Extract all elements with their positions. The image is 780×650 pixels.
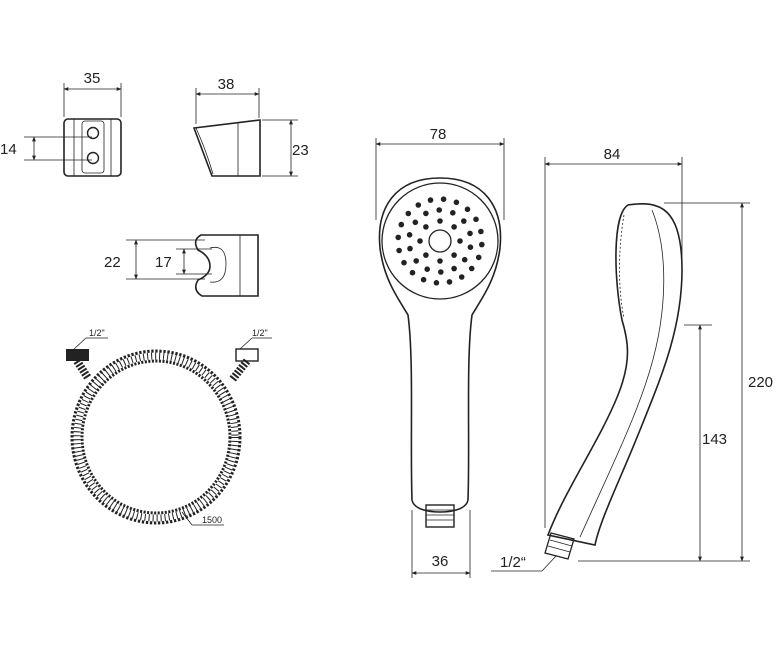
dim-clip-inner: 17 [155, 254, 172, 271]
spray-nozzles [395, 196, 485, 286]
spray-nozzle [407, 245, 413, 252]
wall-holder-front-view: 35 14 [0, 70, 122, 177]
spray-nozzle [417, 238, 423, 244]
spray-nozzle [451, 224, 457, 230]
spray-nozzle [451, 265, 457, 272]
spray-nozzle [405, 210, 412, 217]
spray-nozzle [451, 252, 457, 258]
spray-nozzle [409, 269, 416, 276]
spray-nozzle [433, 280, 440, 286]
spray-nozzle [467, 230, 473, 237]
spray-nozzle [427, 197, 434, 203]
spray-nozzle [437, 258, 443, 264]
spray-nozzle [479, 241, 485, 248]
dim-side-width: 38 [218, 76, 235, 93]
dim-total-length: 220 [748, 374, 773, 391]
spray-nozzle [437, 218, 443, 224]
dim-lower-length: 143 [702, 431, 727, 448]
clip-side-view: 22 17 [104, 234, 259, 297]
dim-side-depth: 84 [604, 146, 621, 163]
spray-nozzle [464, 206, 471, 213]
dim-side-height: 23 [292, 142, 309, 159]
spray-nozzle [406, 232, 413, 238]
spray-nozzle [446, 279, 453, 285]
spray-nozzle [436, 207, 443, 213]
spray-nozzle [401, 259, 407, 266]
shower-hose: 1/2" 1/2" 1500 [66, 328, 272, 526]
spray-nozzle [412, 219, 419, 226]
spray-nozzle [478, 228, 484, 235]
dim-hole-spacing: 14 [0, 141, 17, 158]
spray-nozzle [413, 258, 420, 264]
hose-length-label: 1500 [202, 515, 222, 525]
hose-nut-right [235, 348, 259, 362]
front-connector [425, 504, 455, 528]
hose-thread-right-label: 1/2" [252, 328, 268, 338]
spray-nozzle [468, 265, 475, 272]
dim-handle-base: 36 [432, 553, 449, 570]
spray-nozzle [398, 221, 405, 228]
wall-holder-side-view: 38 23 [192, 76, 309, 177]
spray-nozzle [440, 196, 447, 202]
spray-nozzle [438, 269, 444, 275]
dim-holder-width: 35 [84, 70, 101, 87]
hose-thread-left-label: 1/2" [89, 328, 105, 338]
spray-nozzle [461, 218, 467, 224]
spray-nozzle [458, 274, 465, 280]
hose-nut-left [66, 349, 89, 361]
spray-nozzle [457, 238, 463, 244]
side-connector [544, 532, 575, 560]
spray-nozzle [467, 244, 474, 250]
spray-nozzle [423, 210, 429, 217]
spray-nozzle [453, 199, 460, 206]
spray-nozzle [423, 252, 429, 258]
handle-thread-label: 1/2“ [500, 554, 526, 571]
spray-nozzle [450, 210, 456, 216]
hand-shower-front-view: 78 36 [375, 126, 505, 578]
dim-head-diameter: 78 [430, 126, 447, 143]
spray-nozzle [424, 266, 431, 273]
spray-nozzle [475, 254, 482, 261]
spray-nozzle [473, 216, 479, 223]
hand-shower-side-view: 84 220 143 1/2“ [491, 146, 773, 572]
dim-clip-outer: 22 [104, 254, 121, 271]
spray-nozzle [395, 234, 402, 241]
spray-nozzle [415, 202, 422, 208]
spray-nozzle [461, 256, 468, 263]
spray-nozzle [420, 276, 427, 283]
spray-nozzle [423, 224, 429, 230]
spray-nozzle [396, 247, 402, 254]
